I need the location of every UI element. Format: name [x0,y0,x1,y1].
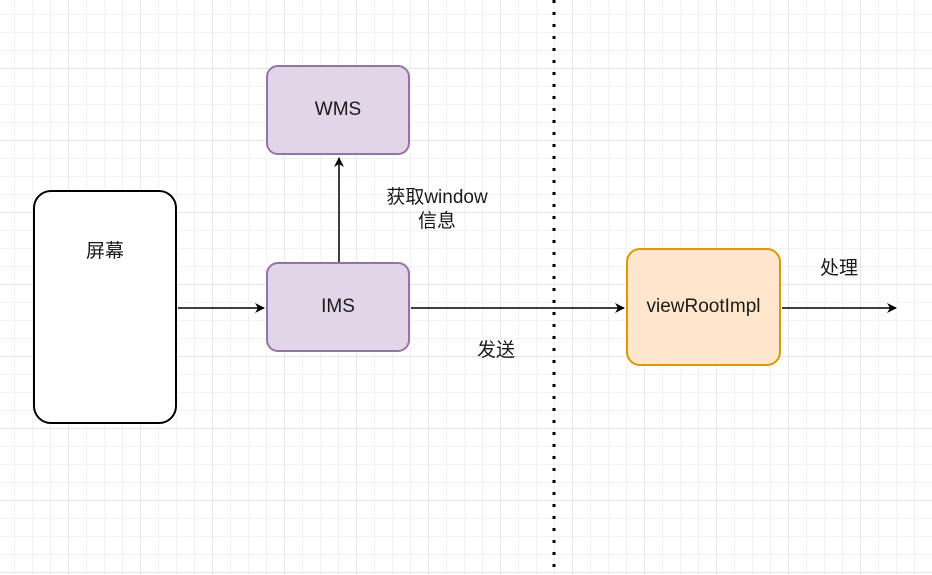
viewrootimpl-label: viewRootImpl [646,296,761,317]
edge-label-send: 发送 [477,340,516,361]
screen-node[interactable]: 屏幕 [33,190,177,424]
edge-label-get-window-info: 获取window 信息 [374,186,500,234]
edge-label-get-window-info-line1: 获取window [386,187,488,208]
edge-label-process: 处理 [820,258,859,279]
ims-label: IMS [321,296,355,317]
viewrootimpl-node[interactable]: viewRootImpl [626,248,781,366]
wms-node[interactable]: WMS [266,65,410,155]
screen-label: 屏幕 [85,241,124,262]
wms-label: WMS [314,99,362,120]
ims-node[interactable]: IMS [266,262,410,352]
edge-label-get-window-info-line2: 信息 [417,211,456,232]
